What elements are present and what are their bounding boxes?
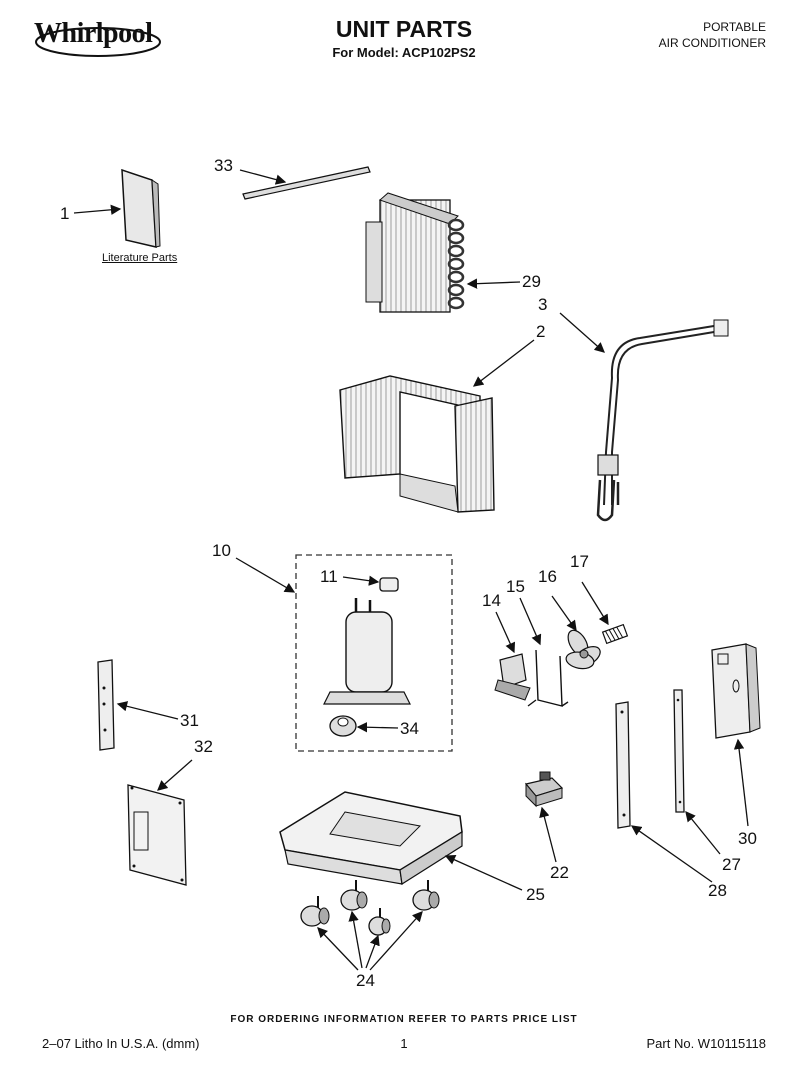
terminal-cover bbox=[379, 577, 399, 592]
rail-thin bbox=[673, 689, 685, 813]
callout-29: 29 bbox=[522, 272, 541, 291]
callout-10: 10 bbox=[212, 541, 231, 560]
category-line-1: PORTABLE bbox=[703, 20, 766, 34]
callout-34: 34 bbox=[400, 719, 419, 738]
model-line: For Model: ACP102PS2 bbox=[332, 45, 476, 60]
callout-33: 33 bbox=[214, 156, 233, 175]
fan-blade bbox=[565, 629, 601, 670]
callout-15: 15 bbox=[506, 577, 525, 596]
base-pan bbox=[279, 791, 463, 886]
logo-swirl bbox=[35, 27, 161, 57]
insulation-strip bbox=[242, 166, 371, 200]
callout-14: 14 bbox=[482, 591, 501, 610]
callout-17: 17 bbox=[570, 552, 589, 571]
ordering-note: FOR ORDERING INFORMATION REFER TO PARTS … bbox=[230, 1014, 578, 1025]
callout-3: 3 bbox=[538, 295, 548, 314]
leader-lines bbox=[73, 169, 749, 971]
callout-25: 25 bbox=[526, 885, 545, 904]
side-bracket-left bbox=[97, 659, 115, 751]
callout-24: 24 bbox=[356, 971, 375, 990]
callout-11: 11 bbox=[320, 567, 338, 586]
callout-27: 27 bbox=[722, 855, 741, 874]
category-line-2: AIR CONDITIONER bbox=[658, 36, 766, 50]
callout-22: 22 bbox=[550, 863, 569, 882]
evaporator-coil bbox=[339, 375, 495, 513]
thermistor bbox=[596, 319, 729, 522]
casters bbox=[300, 880, 440, 936]
motor-mount bbox=[527, 649, 569, 707]
float-switch bbox=[524, 771, 564, 808]
channel-bracket bbox=[711, 643, 761, 739]
brand-logo: Whirlpool bbox=[34, 18, 153, 49]
callout-28: 28 bbox=[708, 881, 727, 900]
literature-parts-label: Literature Parts bbox=[102, 252, 178, 264]
compressor-grommet bbox=[329, 715, 357, 737]
compressor bbox=[323, 598, 411, 705]
callout-1: 1 bbox=[60, 204, 70, 223]
compressor-assembly-box bbox=[295, 554, 453, 752]
page-number: 1 bbox=[400, 1036, 408, 1051]
page-title: UNIT PARTS bbox=[335, 16, 473, 42]
litho-info: 2–07 Litho In U.S.A. (dmm) bbox=[42, 1036, 200, 1051]
motor-bracket bbox=[494, 653, 531, 701]
callout-16: 16 bbox=[538, 567, 557, 586]
rail-long bbox=[615, 701, 631, 829]
callout-32: 32 bbox=[194, 737, 213, 756]
literature-booklet bbox=[121, 168, 161, 248]
callout-30: 30 bbox=[738, 829, 757, 848]
part-number: Part No. W10115118 bbox=[646, 1036, 766, 1051]
condenser-coil bbox=[365, 192, 465, 313]
callout-31: 31 bbox=[180, 711, 199, 730]
callout-2: 2 bbox=[536, 322, 546, 341]
spring bbox=[601, 623, 629, 645]
access-panel bbox=[127, 784, 187, 886]
